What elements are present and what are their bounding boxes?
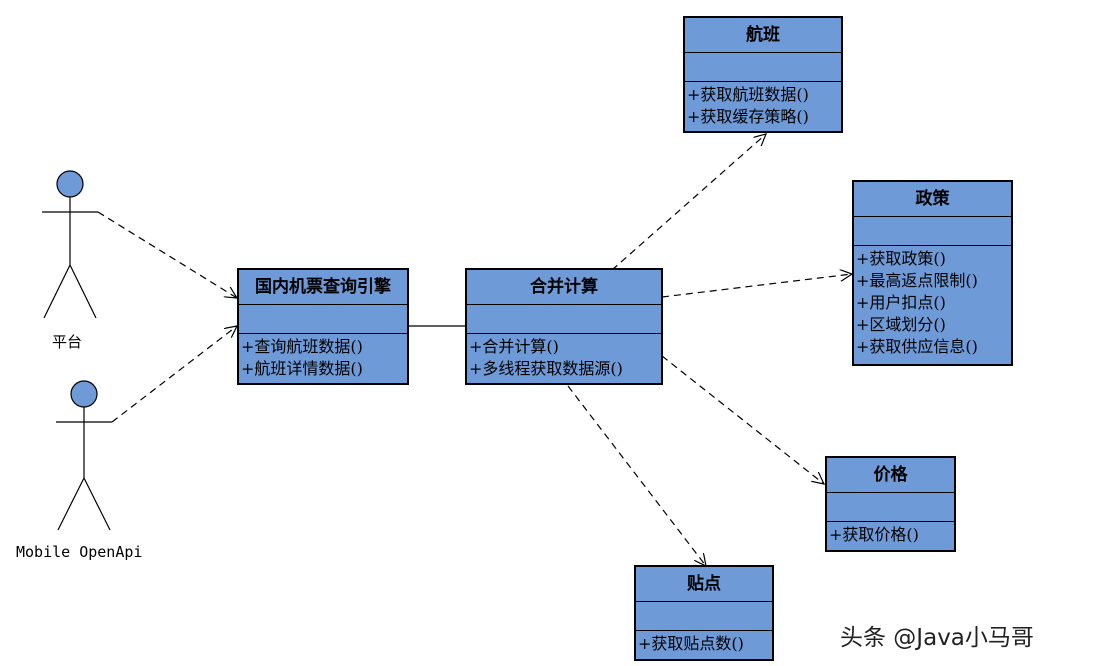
actor-platform-label: 平台	[52, 333, 83, 351]
actor-platform-leg-left	[43, 264, 71, 319]
edge-merge-flight	[611, 134, 766, 271]
class-point-title: 贴点	[636, 567, 772, 602]
class-point-op: +获取贴点数()	[638, 634, 744, 653]
class-policy-op: +获取供应信息()	[856, 337, 978, 356]
class-policy[interactable]: 政策 +获取政策() +最高返点限制() +用户扣点() +区域划分() +获取…	[852, 180, 1013, 366]
edge-mobile-engine	[111, 326, 237, 423]
class-engine-operations: +查询航班数据() +航班详情数据()	[239, 334, 407, 380]
class-price[interactable]: 价格 +获取价格()	[825, 456, 956, 552]
class-policy-op: +获取政策()	[856, 249, 946, 268]
actor-mobile	[56, 380, 112, 531]
class-policy-title: 政策	[854, 182, 1011, 217]
class-price-op: +获取价格()	[829, 525, 919, 544]
class-flight-operations: +获取航班数据() +获取缓存策略()	[685, 82, 841, 128]
class-engine[interactable]: 国内机票查询引擎 +查询航班数据() +航班详情数据()	[237, 268, 409, 385]
actor-platform-leg-right	[69, 264, 97, 319]
actor-mobile-label: Mobile OpenApi	[16, 543, 143, 561]
class-point-attributes	[636, 602, 772, 631]
edge-platform-engine	[97, 211, 237, 298]
class-merge-attributes	[467, 305, 661, 334]
class-policy-op: +最高返点限制()	[856, 271, 978, 290]
class-price-title: 价格	[827, 458, 954, 493]
class-flight-title: 航班	[685, 18, 841, 53]
actor-mobile-leg-right	[83, 477, 111, 531]
actor-platform-head	[56, 170, 84, 198]
class-policy-operations: +获取政策() +最高返点限制() +用户扣点() +区域划分() +获取供应信…	[854, 246, 1011, 358]
class-engine-op: +航班详情数据()	[241, 359, 363, 378]
actor-platform	[42, 170, 98, 319]
class-engine-title: 国内机票查询引擎	[239, 270, 407, 305]
class-flight[interactable]: 航班 +获取航班数据() +获取缓存策略()	[683, 16, 843, 133]
class-policy-op: +用户扣点()	[856, 293, 946, 312]
actor-mobile-head	[70, 380, 98, 408]
class-merge-op: +合并计算()	[469, 337, 559, 356]
edge-merge-point	[567, 385, 706, 566]
actor-mobile-leg-left	[57, 477, 85, 531]
class-policy-op: +区域划分()	[856, 315, 946, 334]
class-merge-op: +多线程获取数据源()	[469, 359, 623, 378]
class-policy-attributes	[854, 217, 1011, 246]
edge-merge-price	[661, 355, 824, 484]
watermark-text: 头条 @Java小马哥	[840, 625, 1034, 651]
class-engine-op: +查询航班数据()	[241, 337, 363, 356]
class-flight-op: +获取缓存策略()	[687, 107, 809, 126]
class-point[interactable]: 贴点 +获取贴点数()	[634, 565, 774, 661]
class-price-operations: +获取价格()	[827, 522, 954, 546]
class-price-attributes	[827, 493, 954, 522]
class-merge-title: 合并计算	[467, 270, 661, 305]
class-flight-op: +获取航班数据()	[687, 85, 809, 104]
class-engine-attributes	[239, 305, 407, 334]
class-flight-attributes	[685, 53, 841, 82]
class-merge-operations: +合并计算() +多线程获取数据源()	[467, 334, 661, 380]
class-merge[interactable]: 合并计算 +合并计算() +多线程获取数据源()	[465, 268, 663, 385]
edge-merge-policy	[661, 274, 852, 298]
class-point-operations: +获取贴点数()	[636, 631, 772, 655]
